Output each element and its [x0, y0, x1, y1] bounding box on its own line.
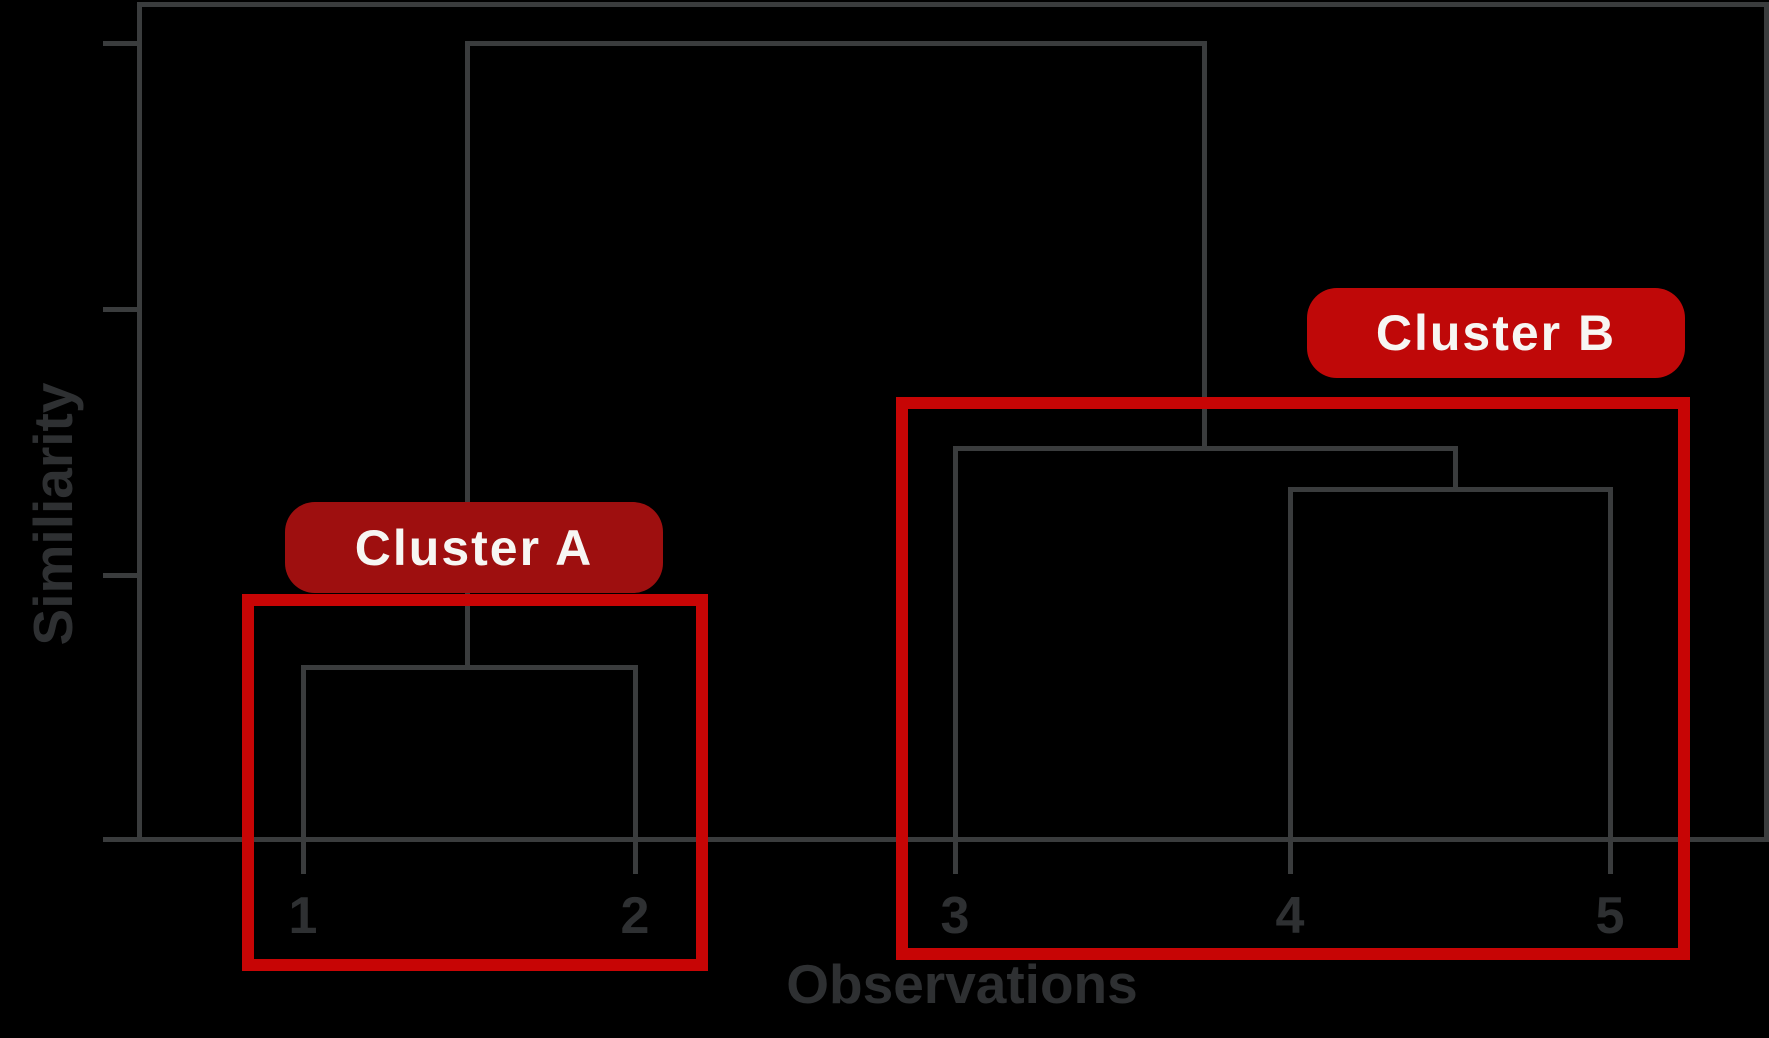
- x-tick-label-2: 2: [620, 887, 650, 945]
- cluster-a-box: [242, 594, 708, 971]
- leaf-line-5: [1608, 487, 1613, 874]
- leaf-line-2: [633, 665, 638, 874]
- x-axis-line: [103, 837, 1769, 842]
- y-tick-top: [103, 41, 140, 46]
- cluster-a-label-text: Cluster A: [354, 519, 594, 576]
- y-axis-title: Similiarity: [22, 382, 84, 646]
- x-tick-label-3: 3: [940, 887, 970, 945]
- x-tick-label-4: 4: [1275, 887, 1305, 945]
- leaf-line-1: [301, 665, 306, 874]
- x-tick-label-5: 5: [1595, 887, 1625, 945]
- cluster-b-label-text: Cluster B: [1375, 305, 1617, 361]
- merge-bar-3-45: [953, 446, 1458, 451]
- cluster-a-label-pill: Cluster A: [285, 502, 663, 593]
- merge-bar-4-5: [1288, 487, 1613, 492]
- cluster-b-label-pill: Cluster B: [1307, 288, 1685, 378]
- root-merge-bar: [465, 41, 1207, 46]
- subcluster-45-stem: [1453, 446, 1458, 492]
- right-spine: [1764, 2, 1769, 842]
- cluster-a-stem: [465, 41, 470, 670]
- leaf-line-3: [953, 446, 958, 874]
- merge-bar-1-2: [301, 665, 638, 670]
- x-axis-title: Observations: [786, 953, 1138, 1015]
- y-tick-bottom: [103, 573, 140, 578]
- x-tick-label-1: 1: [288, 887, 318, 945]
- cluster-b-stem: [1202, 41, 1207, 451]
- cluster-b-box: [896, 397, 1690, 960]
- leaf-line-4: [1288, 487, 1293, 874]
- y-axis-line: [137, 2, 142, 842]
- top-spine: [137, 2, 1769, 7]
- y-tick-middle: [103, 307, 140, 312]
